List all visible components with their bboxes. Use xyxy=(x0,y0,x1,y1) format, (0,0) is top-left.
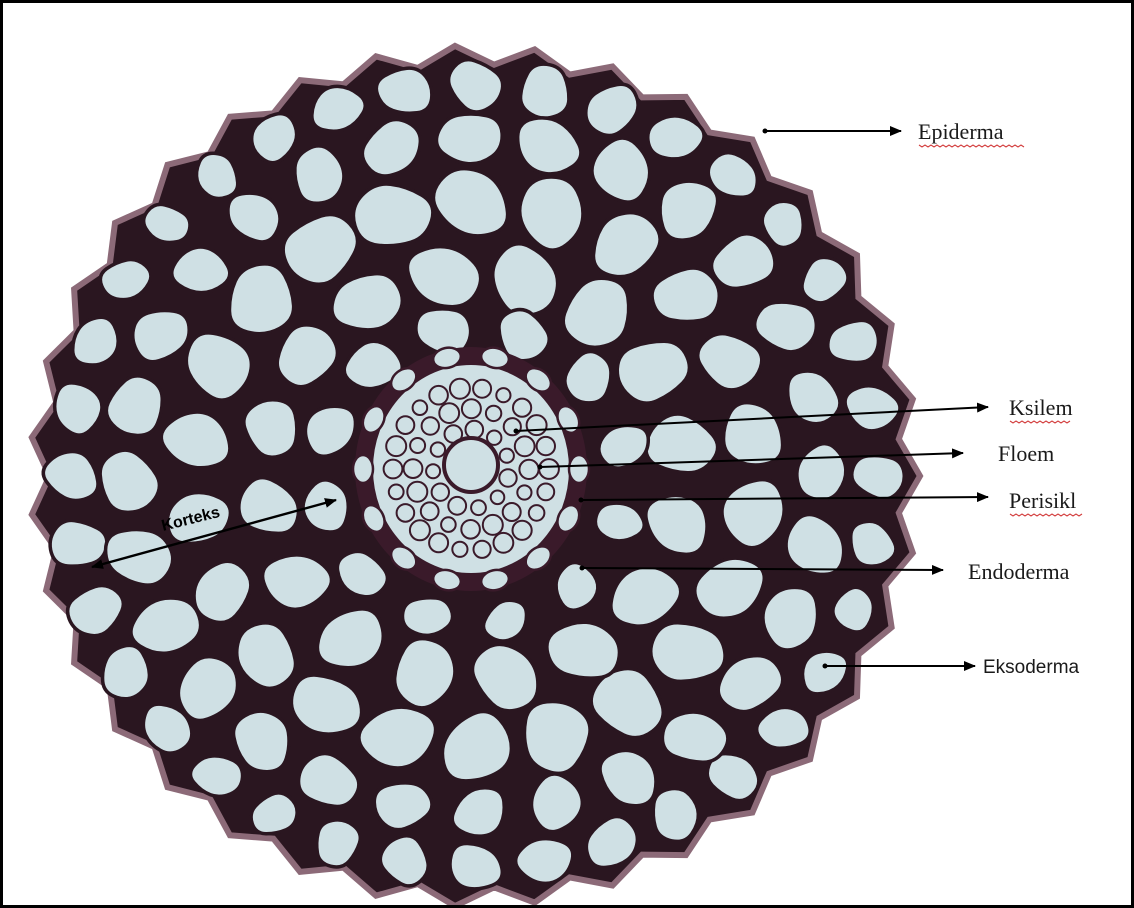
xylem-cell xyxy=(413,400,428,415)
spellcheck-underline-epiderma xyxy=(919,145,1024,147)
endodermis-cell xyxy=(569,455,589,483)
phloem-cell xyxy=(491,491,505,505)
label-eksoderma: Eksoderma xyxy=(983,657,1080,678)
root-cross-section-diagram: Epiderma Ksilem Floem Perisikl Endoderma… xyxy=(3,3,1131,905)
label-epiderma: Epiderma xyxy=(918,119,1004,144)
cortex-cell xyxy=(662,712,728,762)
spellcheck-underline-perisikl xyxy=(1010,514,1082,516)
xylem-cell xyxy=(537,437,555,455)
ksilem-arrow-dot xyxy=(514,429,519,434)
cortex-cell xyxy=(103,645,150,698)
xylem-cell xyxy=(410,520,430,540)
cortex-cell xyxy=(828,320,879,362)
phloem-cell xyxy=(407,482,427,502)
phloem-cell xyxy=(410,438,425,453)
cortex-cell xyxy=(653,789,698,842)
cortex-cell xyxy=(303,480,348,532)
cortex-cell xyxy=(516,839,573,884)
xylem-cell xyxy=(513,521,532,540)
cortex-cell xyxy=(436,114,502,164)
cortex-cell xyxy=(595,503,644,541)
xylem-cell xyxy=(397,416,415,434)
xylem-cell xyxy=(429,533,448,552)
cortex-cell xyxy=(50,520,107,566)
phloem-cell xyxy=(503,503,521,521)
xylem-cell xyxy=(384,460,403,479)
phloem-cell xyxy=(471,500,486,515)
phloem-cell xyxy=(421,502,439,520)
cortex-cell xyxy=(556,563,598,611)
epiderma-arrow-dot xyxy=(763,129,768,134)
phloem-cell xyxy=(448,497,466,515)
cortex-cell xyxy=(521,64,569,118)
phloem-cell xyxy=(422,417,439,434)
phloem-cell xyxy=(404,459,423,478)
cortex-cell xyxy=(376,68,432,113)
cortex-cell xyxy=(651,623,725,682)
cortex-cell xyxy=(402,598,452,636)
phloem-cell xyxy=(519,460,538,479)
cortex-cell xyxy=(229,264,293,334)
xylem-cell xyxy=(429,386,448,405)
xylem-cell xyxy=(397,504,415,522)
xylem-cell xyxy=(386,436,406,456)
xylem-cell xyxy=(450,379,470,399)
phloem-cell xyxy=(426,464,440,478)
xylem-cell xyxy=(452,542,467,557)
phloem-cell xyxy=(466,421,484,439)
phloem-cell xyxy=(517,485,531,499)
label-floem: Floem xyxy=(998,441,1054,466)
cortex-cell xyxy=(757,707,811,748)
cortex-cell xyxy=(197,153,238,198)
central-xylem-vessel xyxy=(444,438,498,492)
xylem-cell xyxy=(527,415,547,435)
xylem-cell xyxy=(537,484,554,501)
cortex-cell xyxy=(763,587,818,650)
phloem-cell xyxy=(431,442,445,456)
floem-arrow-dot xyxy=(538,465,543,470)
label-ksilem: Ksilem xyxy=(1009,395,1073,420)
phloem-cell xyxy=(441,517,456,532)
cortex-cell xyxy=(547,622,620,678)
cortex-cell xyxy=(55,383,102,435)
spellcheck-underline-ksilem xyxy=(1010,421,1070,423)
phloem-cell xyxy=(486,406,501,421)
xylem-cell xyxy=(474,541,491,558)
phloem-cell xyxy=(483,515,503,535)
cortex-cell xyxy=(295,146,344,203)
phloem-cell xyxy=(432,484,449,501)
xylem-cell xyxy=(539,459,559,479)
phloem-cell xyxy=(500,449,514,463)
phloem-cell xyxy=(504,418,521,435)
phloem-cell xyxy=(439,403,459,423)
phloem-cell xyxy=(499,469,516,486)
phloem-cell xyxy=(461,520,480,539)
xylem-cell xyxy=(473,380,491,398)
eksoderma-arrow-dot xyxy=(823,664,828,669)
xylem-cell xyxy=(494,533,514,553)
xylem-cell xyxy=(496,388,510,402)
label-endoderma: Endoderma xyxy=(968,559,1070,584)
xylem-cell xyxy=(513,399,531,417)
endodermis-cell xyxy=(353,455,373,483)
xylem-cell xyxy=(529,505,545,521)
phloem-cell xyxy=(462,399,481,418)
phloem-cell xyxy=(515,436,535,456)
cortex-cell xyxy=(648,116,704,159)
xylem-cell xyxy=(389,485,404,500)
endoderma-arrow-dot xyxy=(580,566,585,571)
cortex-cell xyxy=(353,184,432,246)
perisikl-arrow-dot xyxy=(579,498,584,503)
label-perisikl: Perisikl xyxy=(1009,488,1076,513)
